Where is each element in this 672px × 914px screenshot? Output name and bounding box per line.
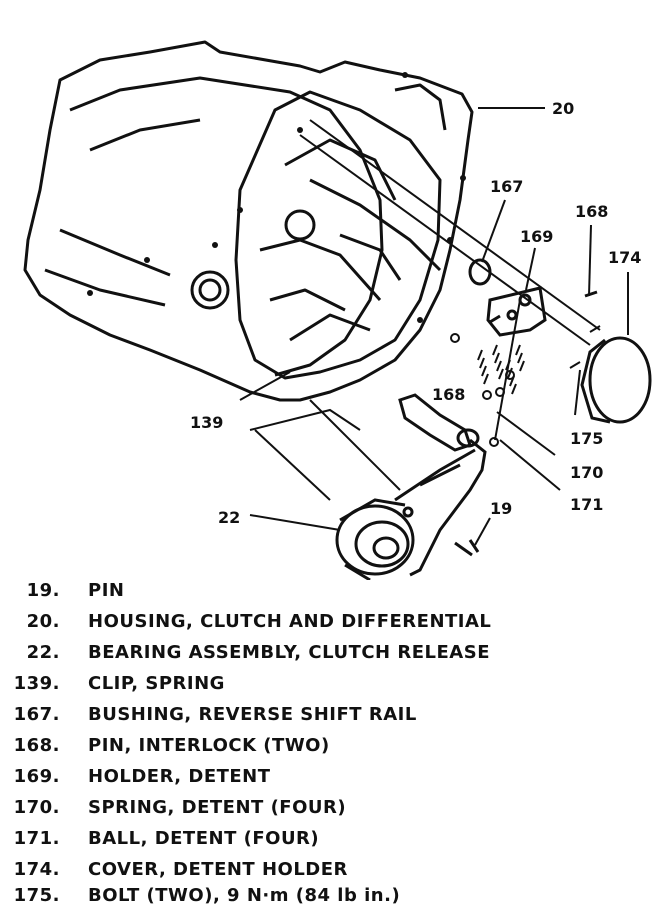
legend-number: 174. <box>13 859 60 880</box>
legend-description: HOLDER, DETENT <box>88 766 271 787</box>
legend-number: 171. <box>13 828 60 849</box>
callout-168-top: 168 <box>575 202 608 221</box>
legend-description: PIN, INTERLOCK (TWO) <box>88 735 330 756</box>
legend-number: 167. <box>13 704 60 725</box>
legend-description: CLIP, SPRING <box>88 673 225 694</box>
legend-item: 19. PIN <box>0 580 672 608</box>
bushing-reverse-shift-rail <box>468 258 492 286</box>
cover-detent-holder <box>580 336 652 424</box>
detent-balls <box>450 333 515 447</box>
legend-number: 19. <box>26 580 60 601</box>
callout-19: 19 <box>490 499 512 518</box>
legend-item: 168. PIN, INTERLOCK (TWO) <box>0 735 672 763</box>
legend-number: 170. <box>13 797 60 818</box>
bearing-assembly-clutch-release <box>335 498 415 580</box>
release-lever <box>394 393 487 577</box>
legend-item: 170. SPRING, DETENT (FOUR) <box>0 797 672 825</box>
legend-description: BUSHING, REVERSE SHIFT RAIL <box>88 704 417 725</box>
callout-171: 171 <box>570 495 603 514</box>
legend-description: BEARING ASSEMBLY, CLUTCH RELEASE <box>88 642 490 663</box>
legend-number: 139. <box>13 673 60 694</box>
legend-description: BOLT (TWO), 9 N·m (84 lb in.) <box>88 885 401 906</box>
legend-description: COVER, DETENT HOLDER <box>88 859 348 880</box>
callout-20: 20 <box>552 99 574 118</box>
leader-lines <box>249 107 629 546</box>
callout-174: 174 <box>608 248 641 267</box>
legend-item: 167. BUSHING, REVERSE SHIFT RAIL <box>0 704 672 732</box>
legend-description: BALL, DETENT (FOUR) <box>88 828 320 849</box>
callout-170: 170 <box>570 463 603 482</box>
pin-interlock <box>489 290 598 324</box>
callout-22: 22 <box>218 508 240 527</box>
legend-item: 20. HOUSING, CLUTCH AND DIFFERENTIAL <box>0 611 672 639</box>
legend-number: 22. <box>26 642 60 663</box>
legend-number: 175. <box>13 885 60 906</box>
detent-springs <box>477 299 525 441</box>
legend-item: 22. BEARING ASSEMBLY, CLUTCH RELEASE <box>0 642 672 670</box>
callout-175: 175 <box>570 429 603 448</box>
legend-description: HOUSING, CLUTCH AND DIFFERENTIAL <box>88 611 492 632</box>
callout-139: 139 <box>190 413 223 432</box>
legend-item: 175. BOLT (TWO), 9 N·m (84 lb in.) <box>0 885 672 913</box>
pin-19 <box>454 539 480 557</box>
legend-number: 169. <box>13 766 60 787</box>
housing-clutch-differential <box>23 40 474 402</box>
legend-description: PIN <box>88 580 125 601</box>
callout-167: 167 <box>490 177 523 196</box>
shift-rail <box>299 119 601 346</box>
callout-169: 169 <box>520 227 553 246</box>
legend-item: 171. BALL, DETENT (FOUR) <box>0 828 672 856</box>
bolts <box>569 325 601 369</box>
holder-detent <box>486 286 547 337</box>
legend-number: 168. <box>13 735 60 756</box>
legend-description: SPRING, DETENT (FOUR) <box>88 797 347 818</box>
spring-clip <box>239 371 401 501</box>
legend-item: 174. COVER, DETENT HOLDER <box>0 859 672 887</box>
legend-item: 139. CLIP, SPRING <box>0 673 672 701</box>
legend-number: 20. <box>26 611 60 632</box>
exploded-diagram: 20 167 168 169 174 168 139 175 170 171 2… <box>23 40 652 580</box>
legend-item: 169. HOLDER, DETENT <box>0 766 672 794</box>
callout-168-mid: 168 <box>432 385 465 404</box>
